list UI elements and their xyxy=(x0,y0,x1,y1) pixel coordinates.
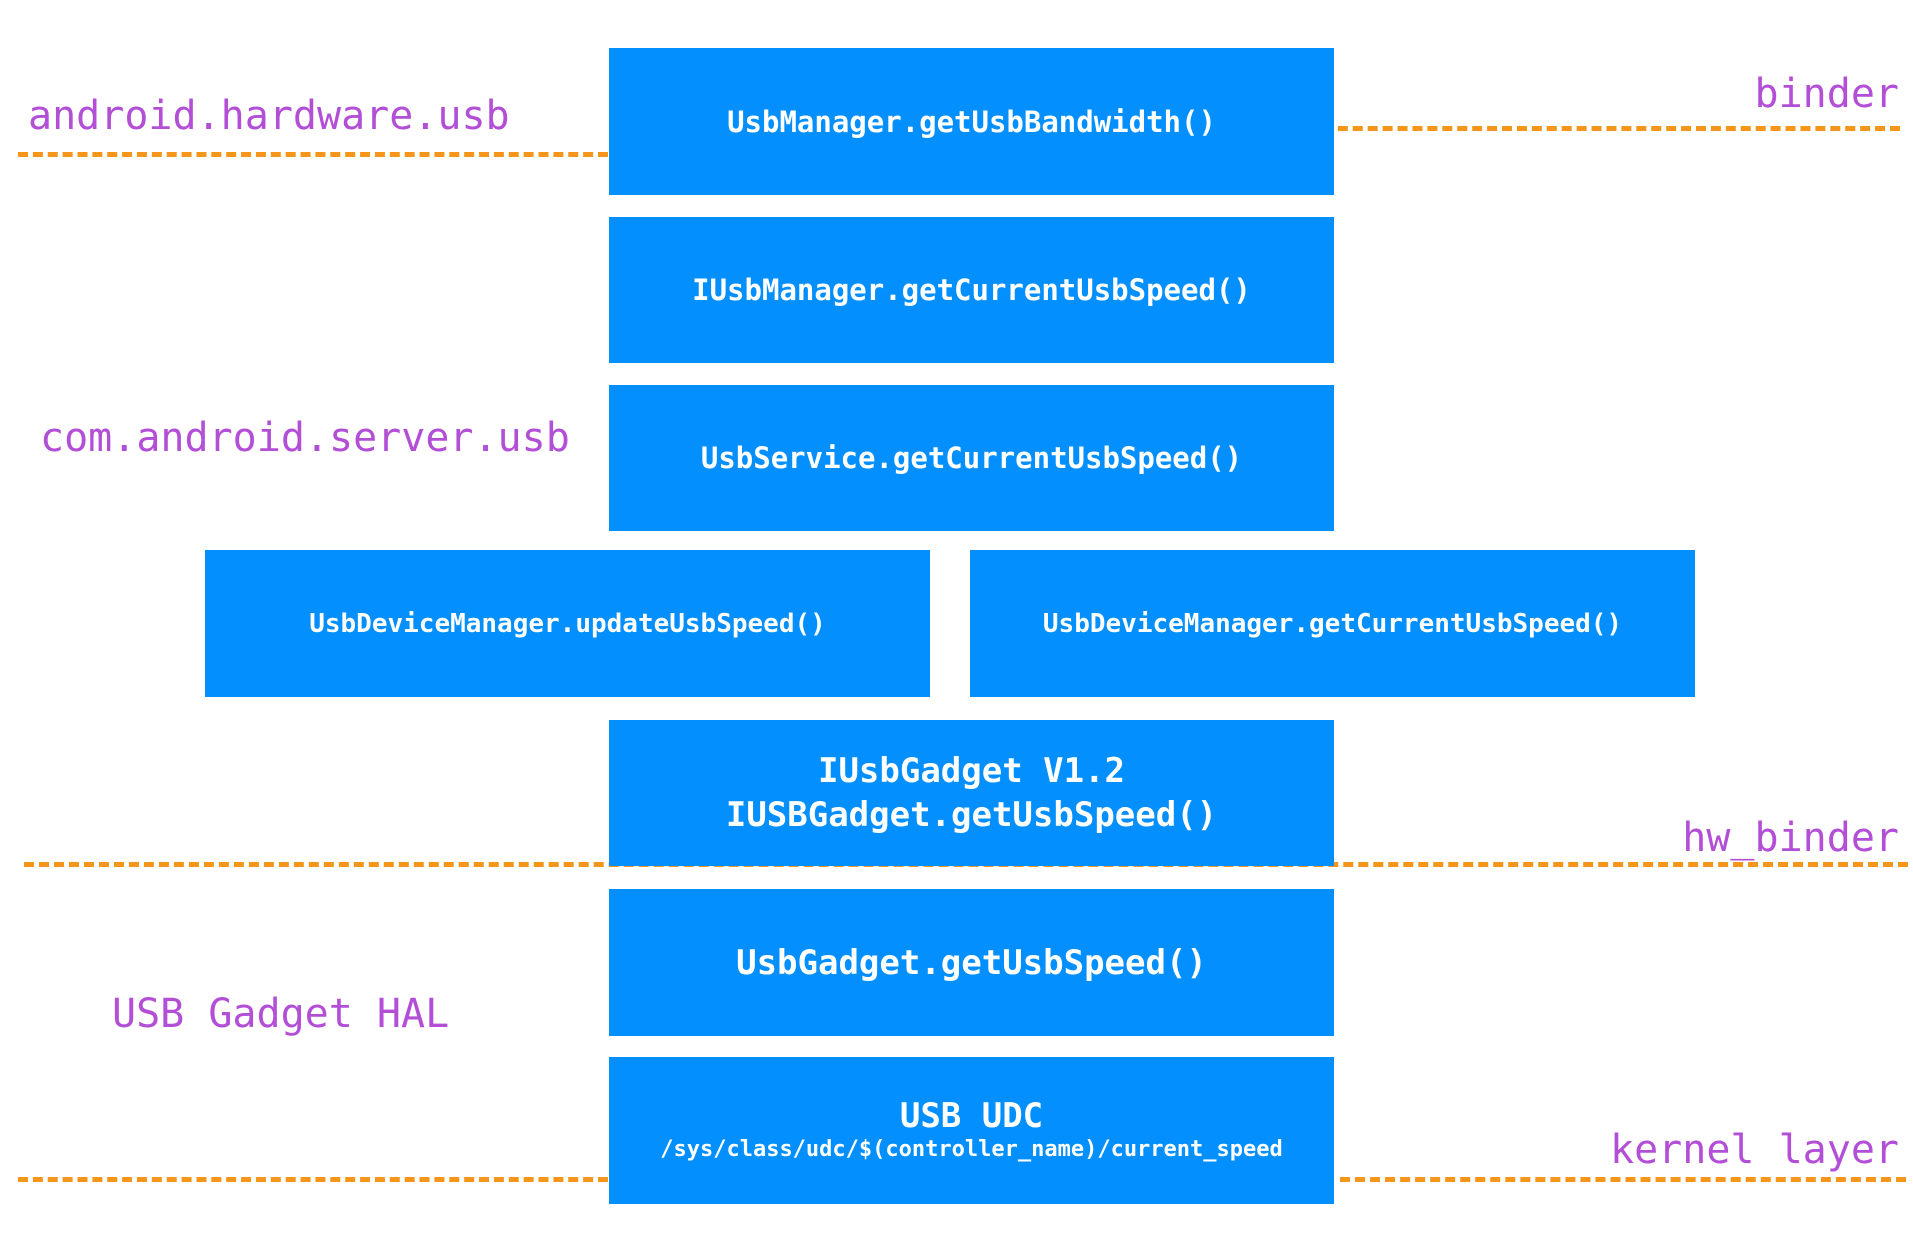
iusb-gadget-method-text: IUSBGadget.getUsbSpeed() xyxy=(725,795,1218,835)
usb-gadget-box: UsbGadget.getUsbSpeed() xyxy=(609,889,1334,1036)
binder-boundary-line xyxy=(1308,126,1900,131)
usb-udc-title: USB UDC xyxy=(899,1095,1044,1136)
usb-service-text: UsbService.getCurrentUsbSpeed() xyxy=(700,441,1243,475)
layer-label-android-hardware-usb: android.hardware.usb xyxy=(28,93,510,139)
usb-manager-text: UsbManager.getUsbBandwidth() xyxy=(727,104,1216,139)
android-hardware-usb-boundary-line xyxy=(18,152,608,157)
usb-device-manager-get-box: UsbDeviceManager.getCurrentUsbSpeed() xyxy=(970,550,1695,697)
usb-device-manager-update-box: UsbDeviceManager.updateUsbSpeed() xyxy=(205,550,930,697)
usb-service-box: UsbService.getCurrentUsbSpeed() xyxy=(609,385,1334,531)
iusb-gadget-box: IUsbGadget V1.2 IUSBGadget.getUsbSpeed() xyxy=(609,720,1334,866)
iusb-manager-box: IUsbManager.getCurrentUsbSpeed() xyxy=(609,217,1334,363)
usb-device-manager-update-text: UsbDeviceManager.updateUsbSpeed() xyxy=(309,608,826,639)
kernel-layer-boundary-line-left xyxy=(18,1177,608,1182)
usb-gadget-text: UsbGadget.getUsbSpeed() xyxy=(736,942,1207,983)
layer-label-binder: binder xyxy=(1754,71,1900,117)
layer-label-hw-binder: hw_binder xyxy=(1682,815,1899,861)
layer-label-com-android-server-usb: com.android.server.usb xyxy=(40,415,570,461)
usb-device-manager-get-text: UsbDeviceManager.getCurrentUsbSpeed() xyxy=(1042,608,1623,639)
layer-label-kernel-layer: kernel layer xyxy=(1610,1127,1899,1173)
usb-udc-path: /sys/class/udc/$(controller_name)/curren… xyxy=(660,1136,1283,1162)
iusb-gadget-version-text: IUsbGadget V1.2 xyxy=(817,750,1126,791)
usb-manager-box: UsbManager.getUsbBandwidth() xyxy=(609,48,1334,195)
iusb-manager-text: IUsbManager.getCurrentUsbSpeed() xyxy=(692,273,1251,307)
kernel-layer-boundary-line-right xyxy=(1340,1177,1906,1182)
usb-udc-box: USB UDC /sys/class/udc/$(controller_name… xyxy=(609,1057,1334,1204)
layer-label-usb-gadget-hal: USB Gadget HAL xyxy=(112,991,450,1037)
